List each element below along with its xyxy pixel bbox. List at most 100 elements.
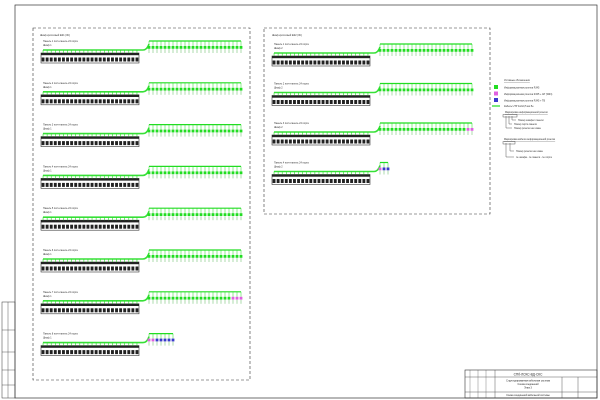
panel-port (317, 139, 321, 144)
panel-port (45, 266, 49, 271)
panel-port (127, 57, 131, 62)
panel-port (115, 350, 118, 355)
outlet-rj45 (159, 46, 163, 49)
panel-port (49, 57, 53, 62)
outlet-rj45 (159, 129, 163, 133)
panel-port (70, 308, 74, 313)
outlet-rj45 (239, 46, 243, 49)
panel-port (325, 100, 329, 104)
panel-port (358, 139, 362, 144)
panel-port (115, 224, 118, 229)
panel-port (57, 57, 61, 62)
outlet-rj45 (167, 296, 171, 300)
panel-port (366, 100, 370, 104)
panel-port (102, 141, 106, 146)
panel-port (354, 179, 358, 183)
panel-label: Панель 6 патч-панель 24 порта (43, 249, 78, 252)
panel-port (297, 179, 300, 183)
outlet-rj45 (203, 255, 207, 258)
legend-swatch-magenta (494, 91, 498, 96)
outlet-rj45 (195, 255, 199, 258)
panel-port (317, 60, 321, 65)
outlet-rj45 (207, 296, 211, 300)
outlet-rj45 (155, 171, 159, 175)
outlet-rj45 (462, 128, 466, 131)
panel-port (127, 308, 131, 313)
cable-bundle (43, 252, 150, 260)
outlet-rj45 (191, 87, 195, 91)
panel-port (333, 100, 337, 104)
panel-port (366, 179, 370, 183)
cable-bundle (43, 210, 150, 218)
panel-port (362, 179, 366, 183)
panel-port (86, 99, 90, 104)
panel-port (45, 141, 49, 146)
panel-port (119, 266, 123, 271)
panel-port (41, 141, 45, 146)
panel-port (111, 57, 114, 62)
panel-sub-label: Шкаф 1 (43, 128, 52, 131)
outlet-rj45 (422, 128, 426, 131)
outlet-rj45 (382, 88, 386, 92)
panel-top-strip (272, 56, 370, 59)
panel-port (293, 60, 296, 65)
panel-port (293, 139, 296, 144)
outlet-rj45 (378, 88, 382, 92)
panel-port (66, 57, 69, 62)
outlet-rj45 (183, 171, 187, 175)
outlet-rj45 (179, 46, 183, 49)
panel-port (354, 100, 358, 104)
outlet-rj45 (171, 87, 175, 91)
panel-port (98, 266, 102, 271)
outlet-rj45 (195, 171, 199, 175)
title-block: СПб-ЛСКС-ВД-СКС Структурированная кабель… (464, 369, 598, 399)
outlet-rj45 (151, 46, 155, 49)
outlet-rj45 (219, 129, 223, 133)
panel-port (329, 100, 333, 104)
legend-item-2: Информационная розетка RJ45 + АР (WiFi) (504, 93, 552, 96)
title-block-sheet-title: Схема соединений кабельной системы (506, 394, 550, 397)
outlet-rj45 (203, 296, 207, 300)
panel-port (106, 224, 110, 229)
panel-port (62, 350, 65, 355)
outlet-rj45 (215, 171, 219, 175)
panel-port (309, 100, 313, 104)
outlet-rj45 (183, 129, 187, 133)
panel-port (297, 60, 300, 65)
panel-port (74, 350, 78, 355)
panel-sub-label: Шкаф 2 (274, 47, 283, 50)
panel-port (78, 266, 82, 271)
panel-port (41, 182, 45, 187)
panel-port (127, 350, 131, 355)
panel-port (45, 350, 49, 355)
panel-port (115, 99, 118, 104)
outlet-rj45-wifi (239, 296, 243, 300)
panel-port (90, 141, 94, 146)
outlet-rj45 (450, 128, 454, 131)
panel-port (66, 224, 69, 229)
panel-port (284, 100, 288, 104)
outlet-rj45 (199, 213, 203, 216)
outlet-rj45 (239, 255, 243, 258)
panel-port (49, 99, 53, 104)
panel-top-strip (41, 136, 139, 139)
outlet-rj45 (171, 171, 175, 175)
panel-port (111, 266, 114, 271)
sheet-frame (14, 4, 598, 399)
panel-label: Панель 1 патч-панель 24 порта (274, 43, 309, 46)
outlet-rj45 (402, 88, 406, 92)
outlet-rj45 (211, 171, 215, 175)
outlet-rj45 (183, 87, 187, 91)
panel-port (53, 141, 57, 146)
outlet-rj45 (446, 88, 450, 92)
panel-port (90, 308, 94, 313)
outlet-rj45 (147, 87, 151, 91)
cable-bundle (43, 294, 150, 302)
outlet-rj45-wifi (151, 338, 155, 342)
outlet-rj45 (418, 88, 422, 92)
outlet-rj45 (191, 129, 195, 133)
outlet-rj45 (235, 46, 239, 49)
